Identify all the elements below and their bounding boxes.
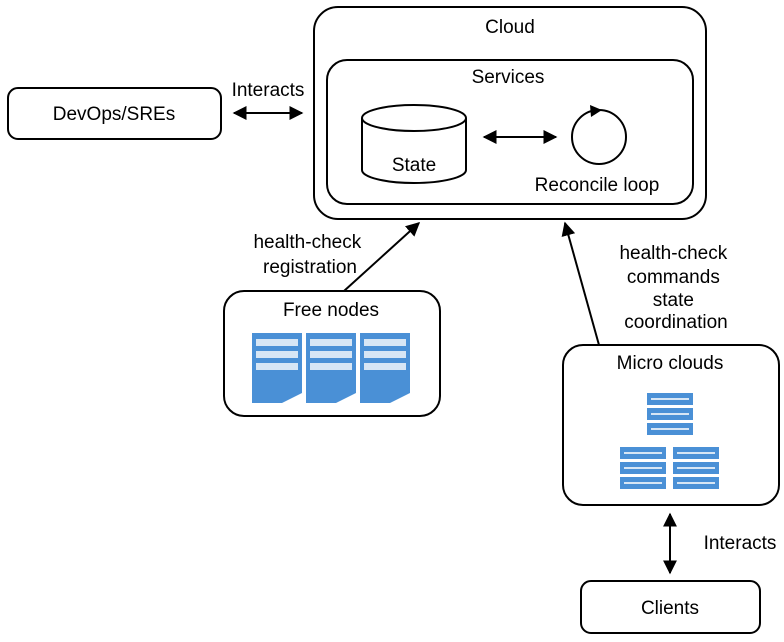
server-icon: [306, 333, 356, 403]
edge-label-line: state: [653, 290, 694, 311]
cloud-title: Cloud: [485, 17, 535, 38]
free-nodes-edge-label: health-check registration: [253, 232, 366, 278]
clients-interacts-label: Interacts: [704, 533, 777, 554]
edge-label-line: health-check: [253, 232, 361, 253]
database-icon: [361, 104, 467, 184]
edge-label-line: commands: [627, 267, 720, 288]
free-nodes-title: Free nodes: [283, 300, 379, 321]
server-stack-icon: [620, 447, 666, 489]
devops-label: DevOps/SREs: [53, 104, 175, 125]
server-icon: [252, 333, 302, 403]
state-label: State: [392, 155, 436, 176]
devops-interacts-label: Interacts: [232, 80, 305, 101]
edge-label-line: registration: [263, 257, 357, 278]
micro-clouds-cloud-arrow: [561, 221, 600, 346]
micro-clouds-title: Micro clouds: [617, 353, 724, 374]
clients-label: Clients: [641, 598, 699, 619]
edge-label-line: coordination: [624, 312, 728, 333]
server-stack-icons: [620, 393, 719, 489]
reconcile-loop-icon: [571, 105, 627, 165]
devops-box: [7, 87, 222, 140]
server-rack-icons: [252, 333, 410, 403]
services-title: Services: [472, 67, 545, 88]
edge-label-line: health-check: [619, 243, 727, 264]
server-stack-icon: [673, 447, 719, 489]
server-stack-icon: [647, 393, 693, 435]
free-nodes-cloud-arrow: [343, 222, 421, 292]
server-icon: [360, 333, 410, 403]
clients-box: [580, 580, 761, 634]
reconcile-loop-label: Reconcile loop: [535, 175, 660, 196]
micro-clouds-edge-label: health-check commands state coordination: [619, 243, 732, 333]
